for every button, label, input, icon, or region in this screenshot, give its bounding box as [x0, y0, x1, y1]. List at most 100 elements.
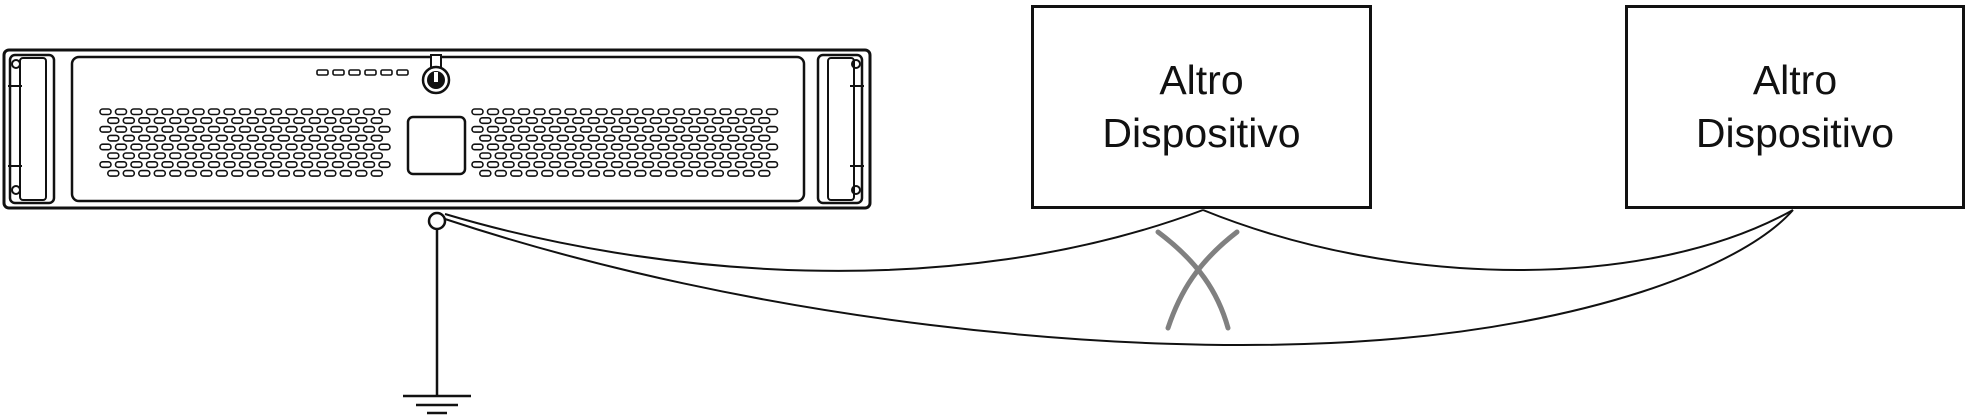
- vent-slot: [641, 125, 655, 133]
- vent-slot: [277, 117, 291, 125]
- right-rack-handle: [816, 53, 864, 205]
- vent-slot: [757, 152, 771, 160]
- vent-slot: [626, 143, 639, 151]
- vent-slot: [750, 125, 763, 133]
- status-led: [364, 69, 377, 76]
- vent-slot: [486, 108, 500, 116]
- vent-slot: [246, 169, 260, 177]
- status-led: [348, 69, 361, 76]
- vent-slot: [703, 108, 717, 116]
- vent-slot: [742, 117, 756, 125]
- vent-slot: [323, 134, 337, 142]
- vent-slot: [161, 161, 174, 169]
- vent-slot: [269, 161, 283, 169]
- vent-slot: [277, 169, 291, 177]
- vent-slot: [695, 134, 709, 142]
- vent-slot: [184, 169, 198, 177]
- vent-slot: [285, 108, 298, 116]
- vent-slot: [765, 108, 779, 116]
- vent-slot: [99, 143, 112, 151]
- vent-slot: [269, 108, 283, 116]
- status-led-row: [316, 69, 409, 76]
- vent-slot: [471, 161, 484, 169]
- vent-slot: [734, 161, 748, 169]
- vent-slot: [626, 108, 639, 116]
- vent-slot: [695, 117, 709, 125]
- vent-slot: [680, 169, 694, 177]
- vent-slot: [122, 134, 136, 142]
- vent-slot: [215, 169, 229, 177]
- vent-slot: [610, 108, 624, 116]
- vent-slot: [595, 143, 608, 151]
- vent-slot: [261, 134, 275, 142]
- vent-slot: [130, 108, 143, 116]
- vent-slot: [161, 143, 174, 151]
- vent-slot: [200, 117, 213, 125]
- vent-slot: [719, 161, 732, 169]
- vent-slot: [595, 161, 608, 169]
- vent-grille-left: [99, 108, 391, 177]
- ground-symbol-icon: [403, 229, 471, 415]
- vent-slot: [556, 117, 570, 125]
- vent-slot: [688, 161, 701, 169]
- vent-slot: [153, 152, 167, 160]
- vent-slot: [579, 108, 593, 116]
- vent-slot: [285, 143, 298, 151]
- vent-slot: [169, 152, 182, 160]
- vent-slot: [238, 161, 252, 169]
- vent-slot: [339, 169, 353, 177]
- vent-slot: [587, 152, 601, 160]
- vent-slot: [680, 134, 694, 142]
- vent-slot: [540, 117, 554, 125]
- vent-slot: [323, 169, 337, 177]
- vent-slot: [742, 152, 756, 160]
- status-led: [316, 69, 329, 76]
- vent-slot: [695, 152, 709, 160]
- vent-slot: [269, 143, 283, 151]
- vent-slot: [207, 161, 221, 169]
- vent-slot: [285, 125, 298, 133]
- vent-slot: [525, 134, 539, 142]
- vent-slot: [587, 134, 601, 142]
- vent-slot: [231, 152, 244, 160]
- vent-slot: [602, 169, 616, 177]
- vent-slot: [703, 125, 717, 133]
- vent-slot: [711, 169, 725, 177]
- vent-slot: [649, 152, 663, 160]
- vent-slot: [300, 108, 314, 116]
- vent-slot: [354, 152, 368, 160]
- vent-slot: [486, 143, 500, 151]
- vent-slot: [215, 134, 229, 142]
- vent-slot: [664, 134, 678, 142]
- vent-slot: [362, 125, 376, 133]
- vent-slot: [711, 117, 725, 125]
- vent-slot: [300, 125, 314, 133]
- device-box-1: Altro Dispositivo: [1031, 5, 1372, 209]
- vent-slot: [130, 161, 143, 169]
- vent-slot: [238, 125, 252, 133]
- vent-slot: [238, 143, 252, 151]
- vent-slot: [145, 108, 159, 116]
- vent-slot: [145, 161, 159, 169]
- vent-slot: [246, 152, 260, 160]
- vent-slot: [556, 134, 570, 142]
- vent-slot: [292, 152, 306, 160]
- vent-slot: [502, 125, 515, 133]
- center-display-panel: [406, 115, 467, 176]
- vent-slot: [316, 143, 329, 151]
- vent-slot: [192, 108, 205, 116]
- vent-slot: [292, 117, 306, 125]
- vent-slot: [633, 117, 647, 125]
- vent-slot: [362, 143, 376, 151]
- vent-slot: [200, 152, 213, 160]
- vent-slot: [657, 125, 670, 133]
- vent-slot: [122, 152, 136, 160]
- vent-slot: [626, 125, 639, 133]
- vent-slot: [688, 108, 701, 116]
- vent-slot: [734, 108, 748, 116]
- vent-slot: [540, 152, 554, 160]
- vent-slot: [471, 108, 484, 116]
- vent-slot: [750, 108, 763, 116]
- vent-slot: [726, 117, 740, 125]
